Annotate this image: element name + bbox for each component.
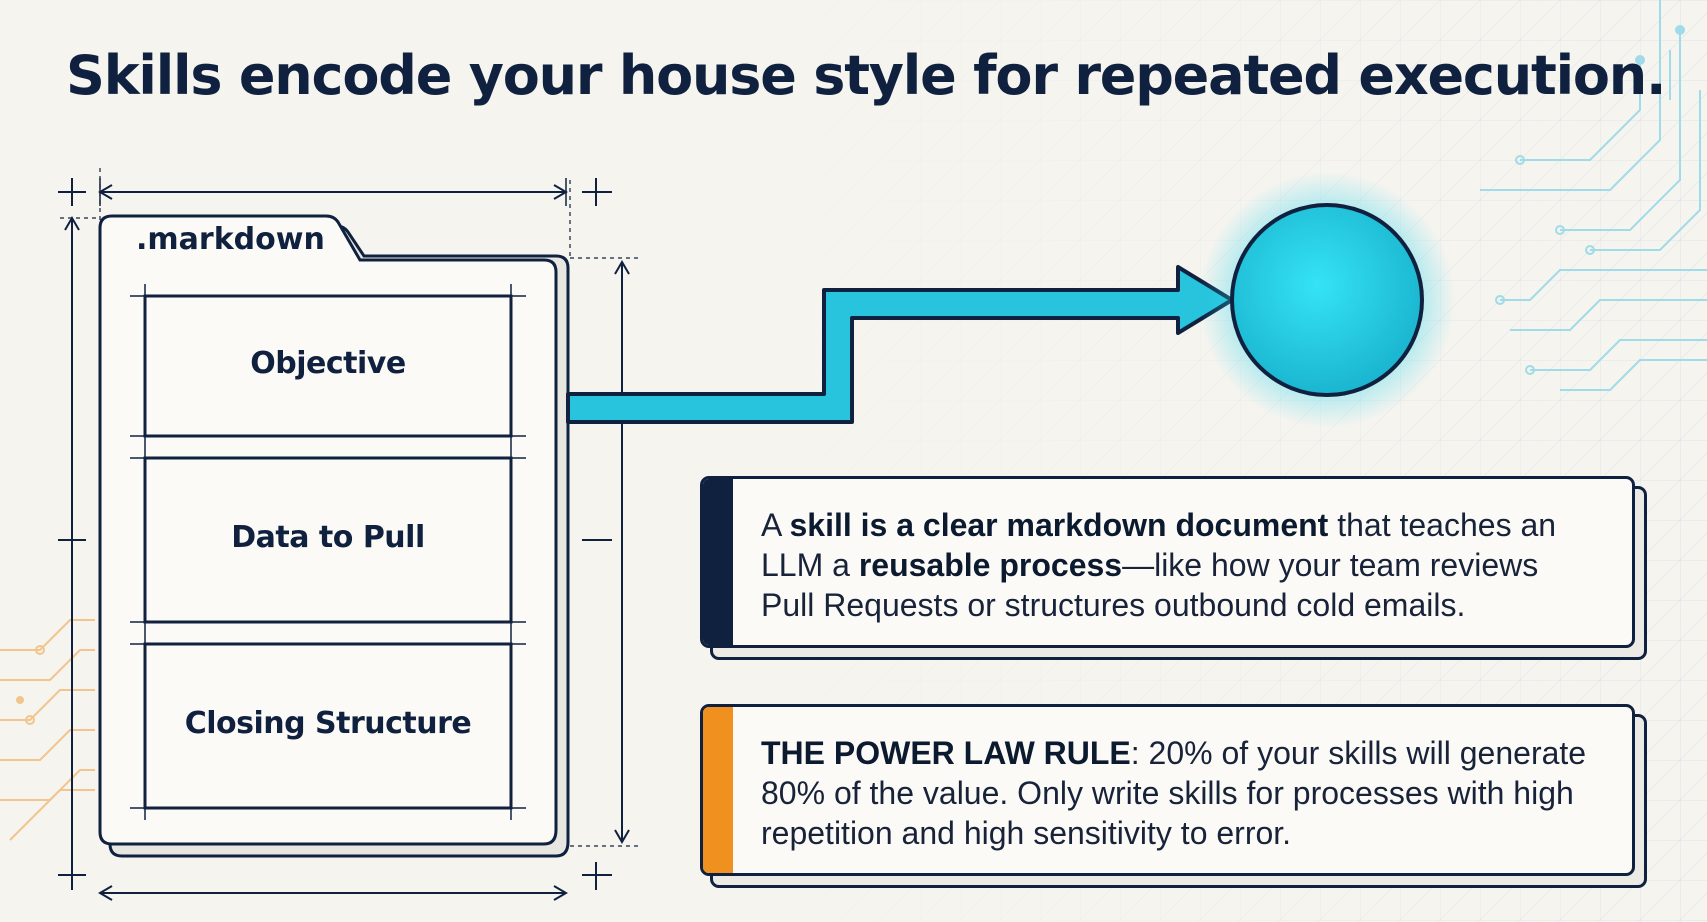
card-text-emphasis: skill is a clear markdown document (789, 507, 1329, 543)
card-text-run: —like how your team reviews Pull Request… (761, 547, 1539, 623)
card-text-run: that teaches an LLM a (761, 507, 1557, 583)
dimension-lines (58, 168, 640, 901)
circuit-traces-cyan (1480, 0, 1707, 391)
circuit-traces-orange (0, 619, 95, 841)
section-label-objective: Objective (250, 346, 406, 381)
folder-sections (130, 284, 526, 820)
card-text-run: A (761, 507, 790, 543)
card-text: THE POWER LAW RULE: 20% of your skills w… (761, 733, 1592, 853)
card-text-emphasis: THE POWER LAW RULE (761, 735, 1131, 771)
info-card-power-law: THE POWER LAW RULE: 20% of your skills w… (700, 704, 1647, 888)
info-card-definition: A skill is a clear markdown document tha… (700, 476, 1647, 660)
card-accent-bar (703, 479, 733, 645)
section-label-closing-structure: Closing Structure (184, 706, 472, 741)
section-box-data (143, 456, 513, 624)
target-node (1230, 203, 1424, 397)
page-title: Skills encode your house style for repea… (66, 44, 1667, 107)
folder-tab-label: .markdown (136, 222, 325, 257)
card-text-emphasis: reusable process (858, 547, 1123, 583)
card-text: A skill is a clear markdown document tha… (761, 505, 1592, 625)
section-label-data-to-pull: Data to Pull (231, 520, 425, 555)
card-text-run: : 20% of your skills will generate 80% o… (761, 735, 1587, 851)
card-face: THE POWER LAW RULE: 20% of your skills w… (700, 704, 1635, 876)
card-accent-bar (703, 707, 733, 873)
connector-arrow (566, 265, 1234, 424)
card-face: A skill is a clear markdown document tha… (700, 476, 1635, 648)
